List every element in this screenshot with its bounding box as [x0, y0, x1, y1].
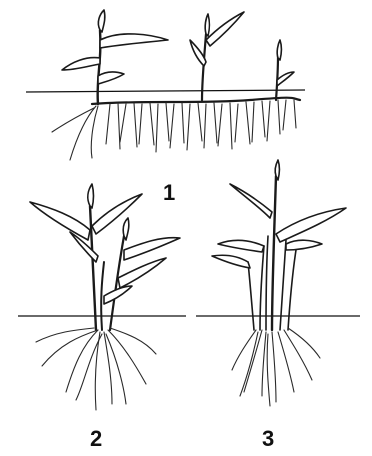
panel-1-leaf: [98, 72, 124, 84]
panel-2-leaf: [30, 202, 90, 240]
panel-1-right-stem: [276, 56, 278, 100]
panel-2-leaf: [88, 184, 94, 208]
panel-2-leaf: [118, 258, 166, 288]
panel-3-leaf: [212, 255, 250, 268]
figure-label-1: 1: [163, 182, 175, 204]
panel-1-rhizome: [92, 98, 300, 104]
panel-3-leaf: [230, 184, 272, 218]
panel-1-leaf: [100, 34, 168, 48]
panel-3-roots: [232, 328, 320, 406]
panel-3-leaf: [275, 160, 279, 180]
panel-2-leaf: [92, 194, 142, 234]
panel-2-roots: [36, 328, 156, 410]
panel-1-soil-line: [26, 90, 305, 92]
panel-3-leaf: [218, 240, 264, 252]
figure-label-3: 3: [262, 428, 274, 450]
panel-1-fibrous-roots: [106, 100, 296, 152]
panel-2-leaf: [123, 218, 129, 240]
panel-1-leaf: [277, 40, 281, 60]
panel-3-tussock-plant: [196, 160, 360, 406]
figure-label-2: 2: [90, 428, 102, 450]
panel-1-leaf: [98, 10, 104, 32]
panel-3-leaf: [286, 240, 322, 250]
panel-3-leaf: [276, 208, 346, 242]
panel-1-leaf: [206, 12, 244, 46]
panel-1-leaf: [277, 72, 294, 86]
panel-1-rhizome-plant: [26, 10, 305, 160]
panel-2-leaf: [104, 286, 132, 304]
panel-2-tufted-plant: [18, 184, 186, 410]
panel-2-leaf: [124, 238, 180, 260]
panel-1-leaf: [62, 58, 100, 70]
panel-1-leaf: [205, 14, 209, 36]
